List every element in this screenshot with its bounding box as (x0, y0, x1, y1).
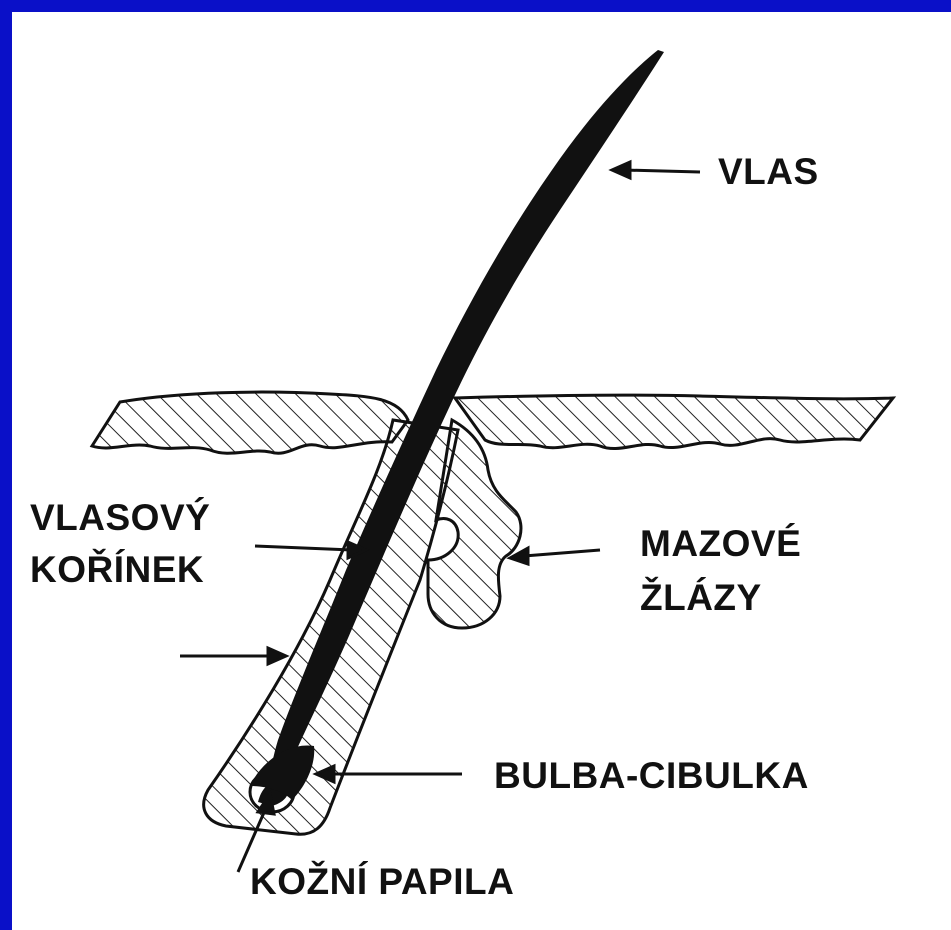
label-kozni-papila: KOŽNÍ PAPILA (250, 860, 514, 904)
label-korinek: KOŘÍNEK (30, 548, 204, 592)
skin-layer-left (92, 392, 408, 453)
label-mazove: MAZOVÉ (640, 522, 801, 566)
label-bulba-cibulka: BULBA-CIBULKA (494, 754, 809, 798)
arrow-sheath (180, 648, 286, 664)
skin-layer-right (455, 395, 893, 448)
arrow-mazove (510, 548, 600, 564)
arrow-korinek (255, 542, 366, 558)
label-vlasovy: VLASOVÝ (30, 496, 210, 540)
arrow-vlas (612, 162, 700, 178)
label-zlazy: ŽLÁZY (640, 576, 762, 620)
label-vlas: VLAS (718, 150, 819, 194)
